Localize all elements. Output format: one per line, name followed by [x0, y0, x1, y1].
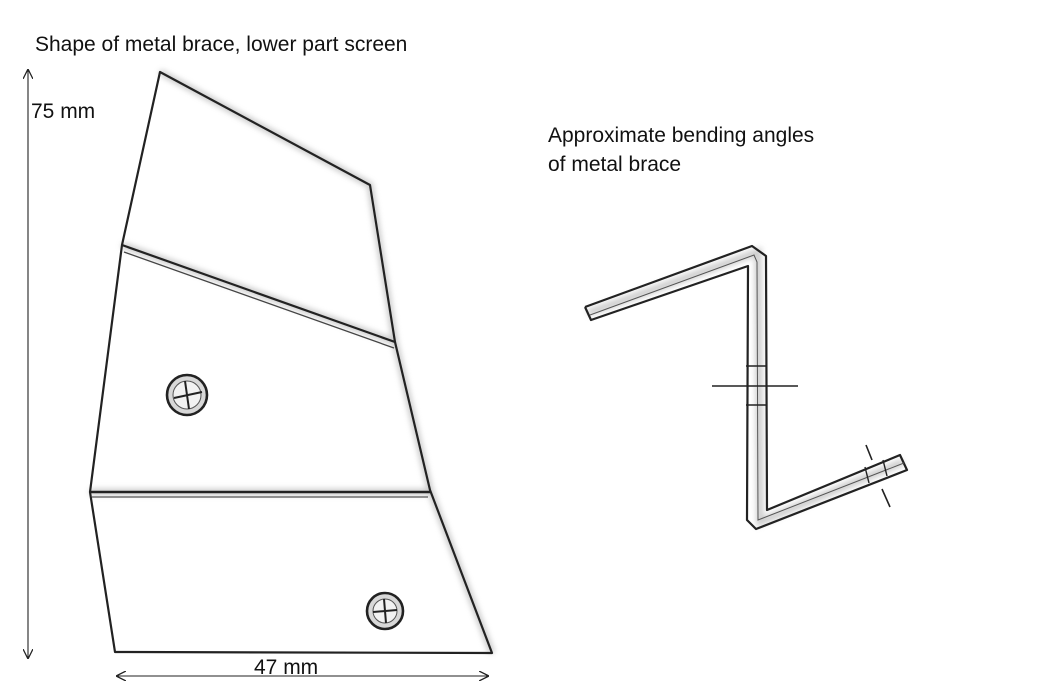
- bend-profile: [584, 244, 909, 531]
- end-cut-mark: [882, 459, 888, 477]
- right-title-line-1: Approximate bending angles: [548, 124, 815, 147]
- end-cut-mark: [864, 466, 870, 484]
- left-diagram-title: Shape of metal brace, lower part screen: [35, 33, 408, 56]
- brace-outline: [88, 70, 494, 655]
- screw-icon: [165, 373, 209, 417]
- end-tick-mark: [865, 444, 873, 461]
- screw-icon: [365, 591, 405, 631]
- upper-fold-line: [121, 243, 396, 344]
- height-dimension-label: 75 mm: [31, 100, 96, 123]
- brace-shape: [88, 69, 495, 655]
- bend-profile-outer-edge: [584, 244, 909, 531]
- upper-fold-line-double: [123, 251, 395, 349]
- end-tick-mark: [881, 488, 891, 508]
- right-diagram-title: Approximate bending angles of metal brac…: [548, 121, 814, 179]
- width-dimension-label: 47 mm: [254, 656, 319, 679]
- bend-profile-inner-edge: [589, 254, 905, 521]
- right-title-line-2: of metal brace: [548, 153, 682, 176]
